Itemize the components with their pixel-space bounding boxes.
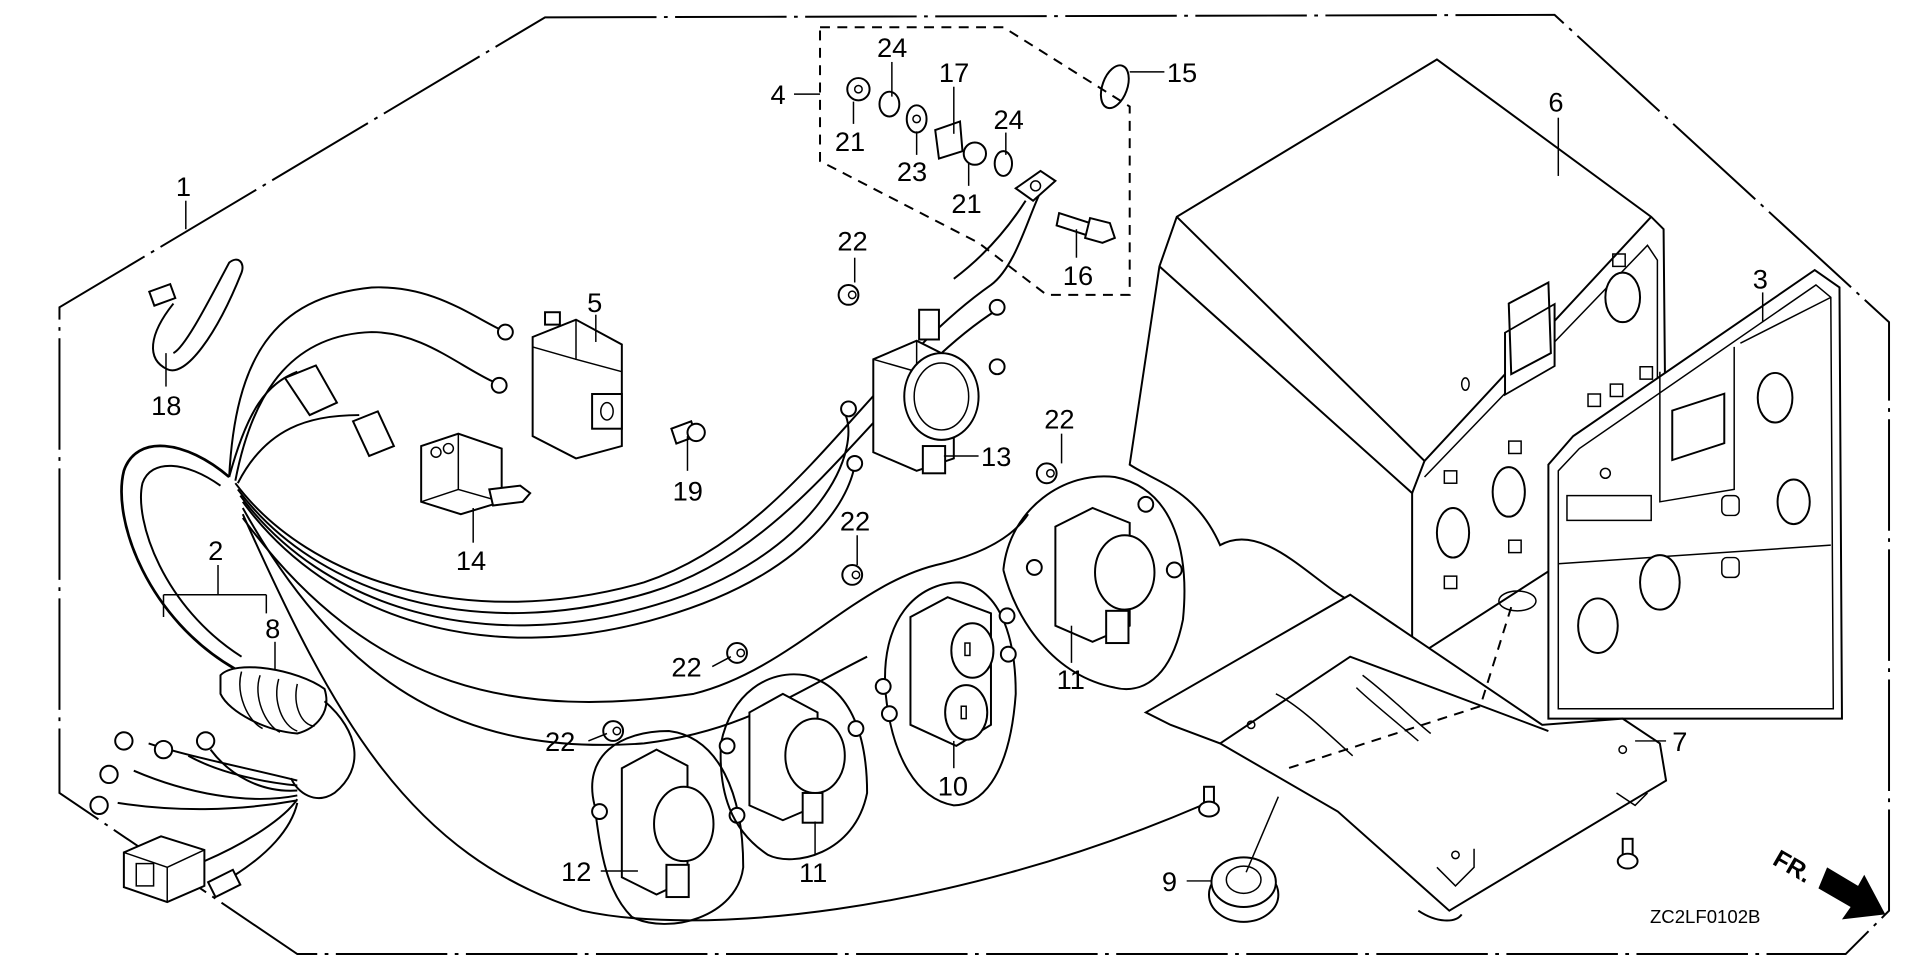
wire-end-cap bbox=[206, 802, 299, 899]
outlet-loop-11-left bbox=[718, 673, 869, 861]
nut-22 bbox=[837, 283, 860, 306]
callout-19: 19 bbox=[673, 476, 703, 507]
screw-19 bbox=[670, 419, 706, 445]
front-direction-marker: FR. bbox=[1768, 845, 1886, 920]
grommet-9 bbox=[1207, 856, 1280, 923]
callout-22c: 22 bbox=[840, 505, 870, 536]
assembly-boundary bbox=[58, 13, 1891, 956]
wire-harness bbox=[89, 191, 1202, 922]
callout-24a: 24 bbox=[877, 32, 907, 63]
callout-9: 9 bbox=[1162, 866, 1177, 897]
callout-21a: 21 bbox=[835, 126, 865, 157]
ring-terminal bbox=[490, 376, 508, 394]
callout-22b: 22 bbox=[1044, 404, 1074, 435]
control-box-cover bbox=[1128, 58, 1668, 666]
nut-22 bbox=[841, 564, 864, 586]
callout-7: 7 bbox=[1672, 726, 1687, 757]
callout-21b: 21 bbox=[951, 188, 981, 219]
callout-18: 18 bbox=[151, 390, 181, 421]
toggle-switch bbox=[420, 432, 532, 516]
callout-22e: 22 bbox=[545, 726, 575, 757]
callouts: 1 18 2 8 5 14 19 4 21 24 23 17 21 24 16 … bbox=[151, 32, 1768, 897]
control-panel-label bbox=[1547, 268, 1843, 720]
harness-connector bbox=[122, 798, 299, 904]
callout-2: 2 bbox=[208, 535, 223, 566]
hardware-group-boundary bbox=[819, 26, 1131, 296]
callout-14: 14 bbox=[456, 545, 486, 576]
receptacle-13 bbox=[840, 298, 1006, 475]
callout-24b: 24 bbox=[993, 104, 1023, 135]
outlet-loop-10 bbox=[874, 581, 1017, 807]
callout-11a: 11 bbox=[799, 857, 827, 888]
control-panel-bracket bbox=[1143, 590, 1668, 922]
callout-23: 23 bbox=[897, 156, 927, 187]
callout-15: 15 bbox=[1167, 57, 1197, 88]
callout-17: 17 bbox=[939, 57, 969, 88]
callout-1: 1 bbox=[176, 171, 191, 202]
callout-22a: 22 bbox=[837, 225, 867, 256]
nut-22 bbox=[726, 642, 748, 664]
callout-11b: 11 bbox=[1057, 664, 1085, 695]
circuit-breaker bbox=[531, 311, 623, 460]
wire-band bbox=[147, 258, 244, 372]
callout-6: 6 bbox=[1548, 87, 1563, 118]
spade-connectors bbox=[283, 364, 396, 458]
callout-5: 5 bbox=[587, 287, 602, 318]
bolt-16 bbox=[1055, 211, 1117, 244]
callout-13: 13 bbox=[981, 441, 1011, 472]
ring-terminal bbox=[496, 323, 514, 341]
callout-3: 3 bbox=[1753, 264, 1768, 295]
leader-lines bbox=[162, 61, 1764, 882]
nut-22 bbox=[1035, 462, 1058, 485]
harness-grommet-tube bbox=[219, 666, 328, 735]
bracket-screw bbox=[1198, 785, 1220, 818]
outlet-loop-12 bbox=[591, 730, 746, 925]
hardware-group-4 bbox=[846, 77, 1057, 280]
nut-22 bbox=[602, 720, 625, 742]
callout-8: 8 bbox=[265, 613, 280, 644]
callout-4: 4 bbox=[770, 79, 785, 110]
outlet-loop-11-right bbox=[1002, 475, 1186, 691]
callout-16: 16 bbox=[1063, 260, 1093, 291]
callout-10: 10 bbox=[938, 770, 968, 801]
bracket-screw bbox=[1616, 837, 1639, 870]
o-ring-15 bbox=[1099, 64, 1130, 110]
drawing-code: ZC2LF0102B bbox=[1650, 906, 1760, 927]
front-label: FR. bbox=[1768, 845, 1816, 888]
ring-terminals bbox=[89, 731, 298, 816]
callout-12: 12 bbox=[561, 856, 591, 887]
front-arrow-icon bbox=[1818, 867, 1886, 920]
callout-22d: 22 bbox=[671, 652, 701, 683]
